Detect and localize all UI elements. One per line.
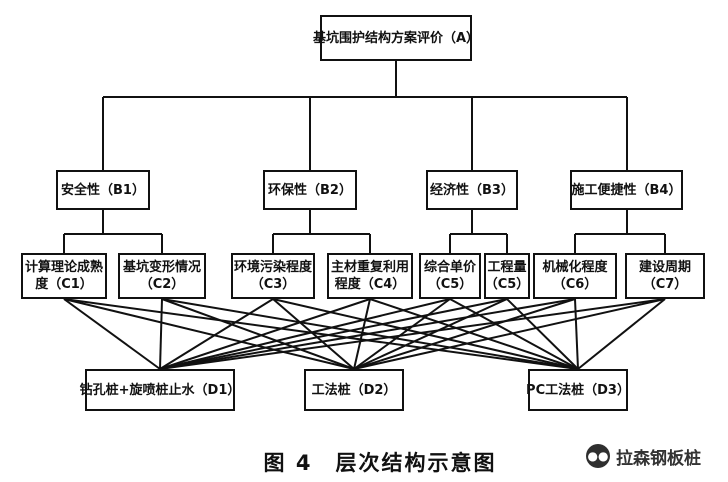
wechat-icon: ●●	[586, 444, 610, 468]
node-label-line2: 度（C1）	[35, 277, 93, 292]
indicator-node-c7: 建设周期 （C7）	[625, 253, 705, 299]
indicator-node-c3: 环境污染程度 （C3）	[231, 253, 315, 299]
node-label-line1: 工程量	[487, 260, 527, 275]
connector-c3-to-d3	[272, 298, 579, 370]
connector-c2-to-d1	[159, 298, 163, 370]
node-label: 钻孔桩+旋喷桩止水（D1）	[79, 382, 241, 398]
node-label: 施工便捷性（B4）	[571, 182, 682, 198]
connector-c8-to-d1	[159, 298, 666, 370]
node-label-line1: 综合单价	[423, 260, 476, 275]
connector-c6-to-d2	[353, 298, 508, 370]
node-label-line2: （C5）	[427, 277, 473, 292]
node-label: PC工法桩（D3）	[526, 382, 630, 398]
node-label: 环保性（B2）	[268, 182, 352, 198]
goal-node-a: 基坑围护结构方案评价（A）	[313, 15, 479, 61]
node-label: 安全性（B1）	[61, 182, 145, 198]
node-label-line2: （C6）	[552, 277, 598, 292]
node-label-line1: 主材重复利用	[330, 260, 409, 275]
connector-c1-to-d2	[63, 298, 355, 370]
node-label: 工法桩（D2）	[311, 382, 397, 398]
node-label-line1: 计算理论成熟	[24, 260, 103, 275]
node-label-line1: 基坑变形情况	[122, 260, 201, 275]
figure-caption: 图 4 层次结构示意图	[263, 451, 497, 475]
connector-c1-to-d3	[63, 298, 579, 370]
connector-c3-to-d1	[159, 298, 274, 370]
connector-c8-to-d2	[353, 298, 666, 370]
node-label-line2: 程度（C4）	[334, 277, 406, 292]
node-label-line1: 机械化程度	[542, 260, 608, 275]
node-label-line2: （C3）	[250, 277, 296, 292]
connector-c5-to-d1	[159, 298, 451, 370]
connector-c1-to-d1	[63, 298, 161, 370]
criterion-node-b4: 施工便捷性（B4）	[570, 170, 683, 210]
scheme-node-d1: 钻孔桩+旋喷桩止水（D1）	[80, 369, 240, 411]
indicator-node-c4: 主材重复利用 程度（C4）	[327, 253, 413, 299]
connector-c6-to-d3	[506, 298, 579, 370]
connector-c7-to-d1	[159, 298, 576, 370]
node-label: 经济性（B3）	[430, 182, 514, 198]
connector-c8-to-d3	[577, 298, 666, 370]
connector-c4-to-d1	[159, 298, 371, 370]
node-label-line1: 环境污染程度	[233, 260, 312, 275]
scheme-node-d3: PC工法桩（D3）	[526, 369, 630, 411]
indicator-node-c5-quantity: 工程量 （C5）	[484, 253, 530, 299]
watermark-text: 拉森钢板桩	[616, 448, 701, 469]
node-label-line1: 建设周期	[638, 260, 691, 275]
scheme-node-d2: 工法桩（D2）	[304, 369, 404, 411]
criterion-node-b1: 安全性（B1）	[56, 170, 150, 210]
connector-c2-to-d2	[161, 298, 355, 370]
indicator-node-c6: 机械化程度 （C6）	[533, 253, 617, 299]
node-label-line2: （C7）	[642, 277, 688, 292]
indicator-node-c1: 计算理论成熟 度（C1）	[21, 253, 107, 299]
watermark: ●● 拉森钢板桩	[586, 441, 701, 471]
connector-c7-to-d2	[353, 298, 576, 370]
indicator-node-c2: 基坑变形情况 （C2）	[118, 253, 206, 299]
connector-c3-to-d2	[272, 298, 355, 370]
node-label-line2: （C5）	[484, 277, 530, 292]
criterion-node-b3: 经济性（B3）	[426, 170, 518, 210]
node-label-line2: （C2）	[139, 277, 185, 292]
connector-c5-to-d2	[353, 298, 451, 370]
criterion-node-b2: 环保性（B2）	[263, 170, 357, 210]
node-label: 基坑围护结构方案评价（A）	[312, 30, 480, 46]
connector-c6-to-d1	[159, 298, 508, 370]
indicator-node-c5-unit-price: 综合单价 （C5）	[419, 253, 481, 299]
connector-c7-to-d3	[574, 298, 579, 370]
